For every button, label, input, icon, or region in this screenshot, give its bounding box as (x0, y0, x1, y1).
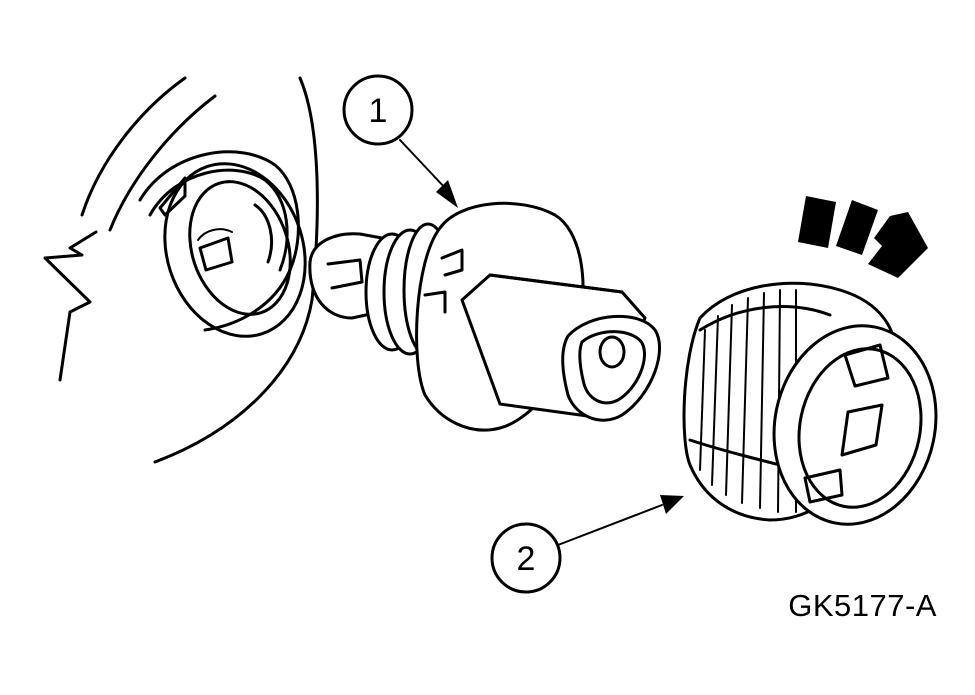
callout-1: 1 (342, 74, 458, 208)
callout-1-label: 1 (369, 92, 388, 130)
callout-2-arrowhead (660, 495, 684, 514)
sensor-body (308, 201, 661, 432)
figure-id: GK5177-A (788, 588, 937, 623)
threaded-port (138, 150, 307, 338)
rotation-arrows (798, 196, 928, 278)
housing-surface (43, 76, 319, 464)
callout-2-label: 2 (517, 540, 536, 578)
rotation-arrowhead (868, 212, 928, 278)
retaining-nut (682, 281, 938, 526)
callout-1-arrowhead (436, 180, 458, 208)
rotation-dash-2 (836, 200, 878, 255)
callout-2: 2 (490, 495, 684, 594)
rotation-dash-1 (798, 196, 836, 248)
